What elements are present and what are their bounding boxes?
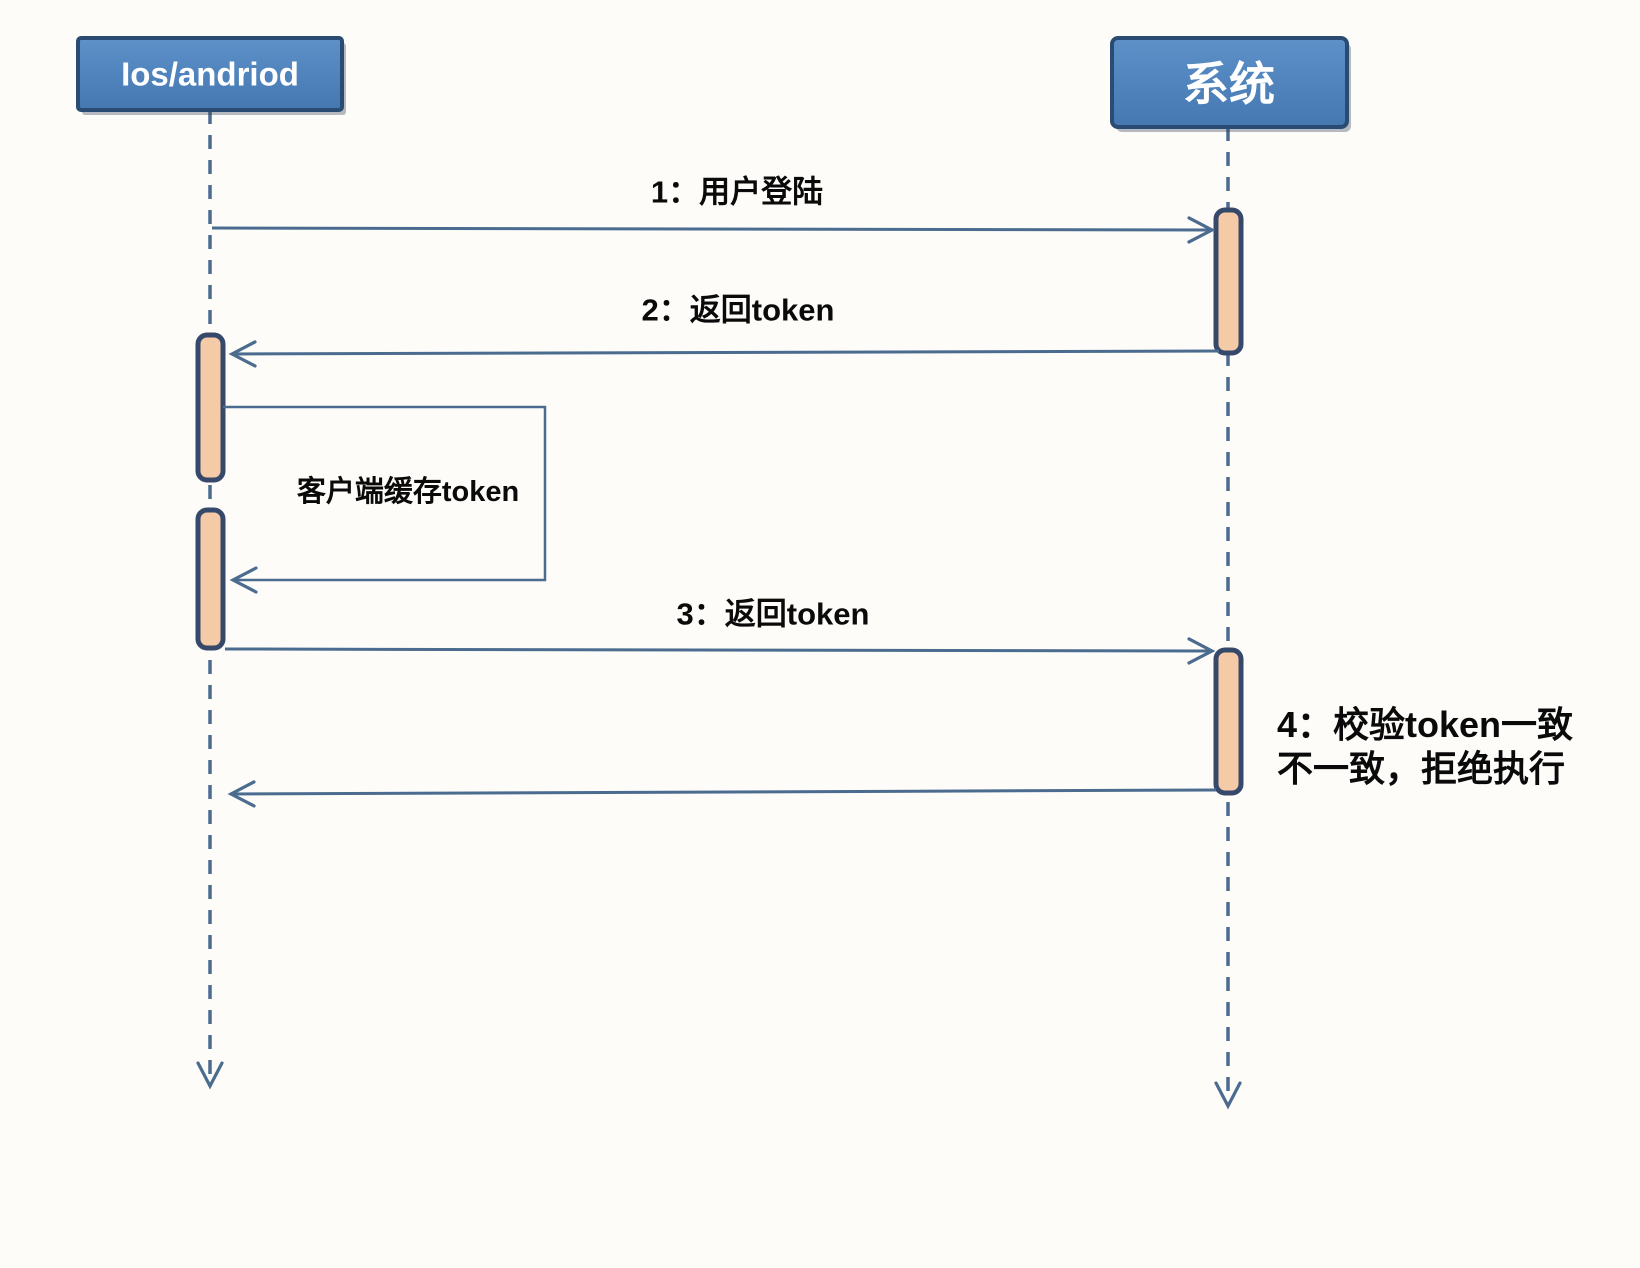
actor-system-label: 系统	[1183, 58, 1275, 110]
client-activation-2	[195, 507, 226, 651]
message-4-label-line1: 4：校验token一致	[1277, 704, 1573, 745]
message-2-arrow	[228, 340, 1220, 368]
client-activation-1	[195, 332, 226, 483]
message-3-label: 3：返回token	[677, 597, 870, 632]
message-3-arrow	[224, 637, 1216, 665]
self-message-path	[223, 405, 547, 594]
message-1-arrow	[211, 216, 1216, 244]
actor-client: Ios/andriod	[76, 36, 346, 115]
self-message-label: 客户端缓存token	[297, 474, 519, 508]
system-activation-2	[1213, 647, 1244, 796]
message-4-arrow	[227, 780, 1217, 808]
actor-system-box	[1110, 36, 1349, 129]
actor-client-label: Ios/andriod	[121, 56, 299, 93]
message-4-label-line2: 不一致，拒绝执行	[1277, 748, 1565, 789]
system-activation-1	[1213, 207, 1244, 356]
message-1-label: 1：用户登陆	[651, 175, 823, 210]
message-2-label: 2：返回token	[642, 293, 835, 328]
actor-client-box	[76, 36, 344, 112]
actor-system: 系统	[1110, 36, 1351, 132]
